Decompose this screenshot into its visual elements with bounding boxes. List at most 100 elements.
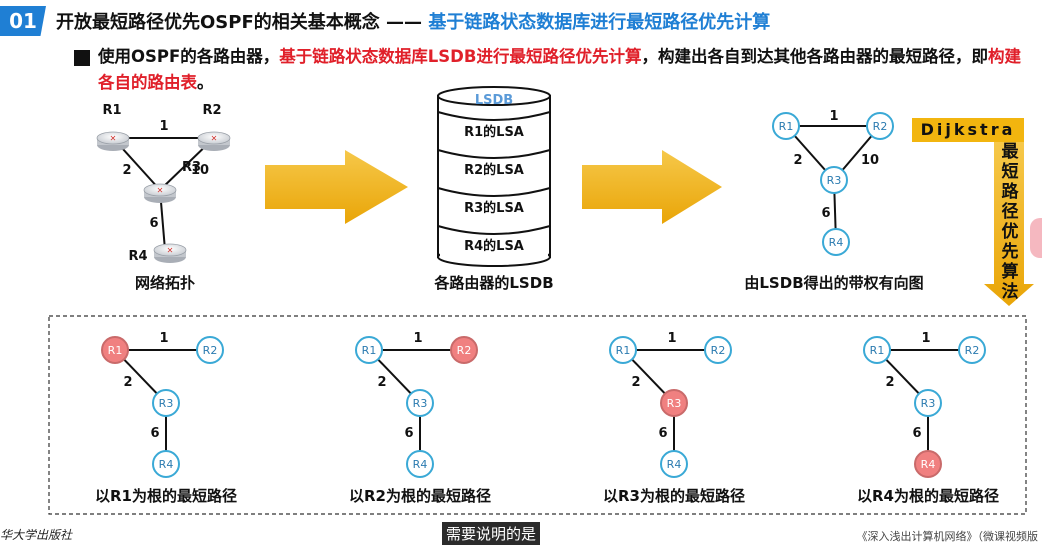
algorithm-char: 优 bbox=[1001, 222, 1019, 242]
tree-node bbox=[914, 389, 942, 417]
tree-root-node bbox=[450, 336, 478, 364]
results-box bbox=[48, 315, 1027, 515]
tree-node-label: R3 bbox=[413, 397, 428, 410]
tree-node-label: R4 bbox=[667, 458, 682, 471]
page-title: 开放最短路径优先OSPF的相关基本概念 —— 基于链路状态数据库进行最短路径优先… bbox=[56, 8, 770, 34]
tree-node-label: R3 bbox=[667, 397, 682, 410]
bullet-square bbox=[74, 50, 90, 66]
topo-cost-r1-r3: 2 bbox=[122, 163, 131, 178]
topo-label-r4: R4 bbox=[128, 249, 147, 264]
tree-node-label: R1 bbox=[616, 344, 631, 357]
tree-root-node bbox=[101, 336, 129, 364]
router-icon: ✕ bbox=[197, 131, 231, 151]
tree-caption: 以R3为根的最短路径 bbox=[603, 487, 745, 505]
tree-node-label: R4 bbox=[413, 458, 428, 471]
graph-node bbox=[772, 112, 800, 140]
title-main: 开放最短路径优先OSPF的相关基本概念 bbox=[56, 12, 380, 33]
algorithm-char: 路 bbox=[1001, 182, 1019, 202]
svg-text:✕: ✕ bbox=[157, 186, 164, 195]
topo-label-r2: R2 bbox=[202, 103, 221, 118]
tree-cost: 6 bbox=[404, 426, 413, 441]
lsdb-database: LSDB R1的LSA R2的LSA R3的LSA R4的LSA bbox=[437, 86, 551, 267]
svg-text:✕: ✕ bbox=[167, 246, 174, 255]
tree-node bbox=[152, 450, 180, 478]
topo-cost-r1-r2: 1 bbox=[159, 119, 168, 134]
graph-cost: 10 bbox=[861, 153, 879, 168]
tree-cost: 1 bbox=[921, 331, 930, 346]
tree-cost: 2 bbox=[377, 375, 386, 390]
tree-root-node bbox=[660, 389, 688, 417]
tree-cost: 1 bbox=[413, 331, 422, 346]
topo-label-r3: R3 bbox=[182, 160, 201, 175]
tree-node-label: R2 bbox=[203, 344, 218, 357]
dijkstra-arrow-icon bbox=[984, 142, 1034, 306]
lsdb-row: R2的LSA bbox=[464, 162, 524, 178]
tree-cost: 2 bbox=[631, 375, 640, 390]
side-tab[interactable] bbox=[1030, 218, 1042, 258]
body-highlight-2: 构建各自的路由表 bbox=[98, 47, 1021, 92]
tree-node-label: R1 bbox=[362, 344, 377, 357]
graph-caption: 由LSDB得出的带权有向图 bbox=[744, 274, 923, 292]
body-highlight-1: 基于链路状态数据库LSDB进行最短路径优先计算 bbox=[279, 47, 642, 66]
tree-caption: 以R2为根的最短路径 bbox=[349, 487, 491, 505]
body-part-5: 。 bbox=[197, 73, 214, 92]
graph-node bbox=[822, 228, 850, 256]
algorithm-char: 最 bbox=[1001, 142, 1019, 162]
algorithm-char: 算 bbox=[1001, 262, 1019, 282]
topo-label-r1: R1 bbox=[102, 103, 121, 118]
tree-node bbox=[660, 450, 688, 478]
lsdb-row: R1的LSA bbox=[464, 124, 524, 140]
lsdb-row: R3的LSA bbox=[464, 200, 524, 216]
video-subtitle: 需要说明的是 bbox=[442, 522, 541, 545]
svg-text:✕: ✕ bbox=[211, 134, 218, 143]
tree-node bbox=[152, 389, 180, 417]
tree-node-label: R2 bbox=[965, 344, 980, 357]
tree-cost: 1 bbox=[159, 331, 168, 346]
tree-node bbox=[609, 336, 637, 364]
topology-caption: 网络拓扑 bbox=[135, 274, 195, 292]
tree-node-label: R3 bbox=[921, 397, 936, 410]
topo-cost-r3-r4: 6 bbox=[149, 216, 158, 231]
flow-arrow-icon bbox=[582, 150, 722, 224]
tree-node-label: R4 bbox=[159, 458, 174, 471]
graph-node-label: R3 bbox=[827, 174, 842, 187]
publisher-logo: 华大学出版社 bbox=[0, 528, 73, 542]
lsdb-label: LSDB bbox=[475, 93, 513, 108]
graph-node-label: R1 bbox=[779, 120, 794, 133]
lsdb-row: R4的LSA bbox=[464, 238, 524, 254]
graph-cost: 2 bbox=[793, 153, 802, 168]
router-icon: ✕ bbox=[96, 131, 130, 151]
tree-node bbox=[355, 336, 383, 364]
title-subtitle: 基于链路状态数据库进行最短路径优先计算 bbox=[428, 12, 771, 33]
router-icon: ✕ bbox=[153, 243, 187, 263]
tree-node-label: R3 bbox=[159, 397, 174, 410]
algorithm-char: 法 bbox=[1001, 282, 1019, 302]
tree-node-label: R1 bbox=[870, 344, 885, 357]
tree-cost: 6 bbox=[150, 426, 159, 441]
graph-cost: 6 bbox=[821, 206, 830, 221]
graph-cost: 1 bbox=[829, 109, 838, 124]
algorithm-char: 先 bbox=[1001, 242, 1019, 262]
body-part-3: ，构建出各自到达其他各路由器的最短路径，即 bbox=[641, 47, 988, 66]
tree-node bbox=[958, 336, 986, 364]
algorithm-char: 径 bbox=[1001, 202, 1019, 222]
router-icon: ✕ bbox=[143, 183, 177, 203]
tree-cost: 1 bbox=[667, 331, 676, 346]
tree-root-node bbox=[914, 450, 942, 478]
tree-node-label: R4 bbox=[921, 458, 936, 471]
tree-cost: 2 bbox=[885, 375, 894, 390]
tree-node-label: R1 bbox=[108, 344, 123, 357]
tree-node bbox=[863, 336, 891, 364]
lsdb-caption: 各路由器的LSDB bbox=[433, 274, 553, 292]
tree-cost: 6 bbox=[912, 426, 921, 441]
tree-node bbox=[406, 389, 434, 417]
tree-caption: 以R1为根的最短路径 bbox=[95, 487, 237, 505]
graph-node bbox=[820, 166, 848, 194]
body-paragraph: 使用OSPF的各路由器，基于链路状态数据库LSDB进行最短路径优先计算，构建出各… bbox=[98, 44, 1028, 96]
tree-node bbox=[196, 336, 224, 364]
